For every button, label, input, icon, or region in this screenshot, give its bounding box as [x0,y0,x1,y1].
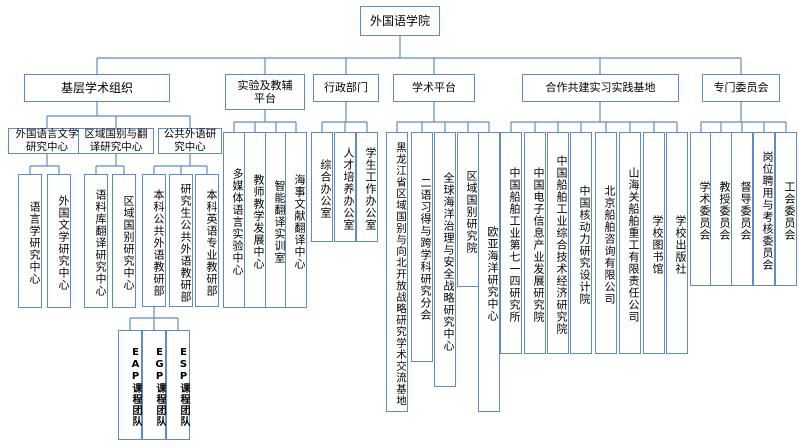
academic-ocean-governance-center: 全球海洋治理与安全战略研究中心 [434,132,456,387]
practice-cssc-tech-econ: 中国船舶工业综合技术经济研究院 [547,132,569,354]
l3-grad-public-dept: 研究生公共外语教研部 [169,174,193,307]
team-egp: EGP课程团队 [142,330,166,440]
admin-talent-office: 人才培养办公室 [334,132,356,242]
practice-nuclear-power-inst: 中国核动力研究设计院 [570,132,592,354]
level1-committees: 专门委员会 [702,74,780,102]
lab-maritime-translation-center: 海事文献翻译中心 [285,132,307,308]
l3-english-major-dept: 本科英语专业教研部 [195,174,219,307]
l2-public-foreign-lang-center: 公共外语研究中心 [158,128,222,154]
academic-area-institute: 区域国别研究院 [457,132,479,287]
lab-smart-translation-room: 智能翻译实训室 [265,132,287,308]
lab-multimedia-center: 多媒体语言实验中心 [223,132,245,308]
admin-general-office: 综合办公室 [311,132,333,242]
committee-union: 工会委员会 [775,132,797,286]
committee-academic: 学术委员会 [690,132,712,286]
admin-student-office: 学生工作办公室 [356,132,378,242]
level1-grassroots-academic: 基层学术组织 [24,74,170,102]
committee-supervision: 督导委员会 [731,132,753,286]
l3-linguistics-center: 语言学研究中心 [18,174,42,308]
practice-beijing-ship-consult: 北京船舶咨询有限公司 [595,132,617,354]
l2-foreign-lang-lit-center: 外国语言文学研究中心 [8,128,86,154]
team-eap: EAP课程团队 [118,330,142,440]
l3-undergrad-public-dept: 本科公共外语教研部 [142,174,166,307]
practice-ccid: 中国电子信息产业发展研究院 [524,132,546,354]
practice-library: 学校图书馆 [643,132,665,354]
level1-lab-platform: 实验及教辅平台 [225,74,305,110]
l2-area-translation-center: 区域国别与翻译研究中心 [78,128,154,154]
academic-sla-branch: 二语习得与跨学科研究分会 [411,132,433,362]
l3-corpus-translation-center: 语料库翻译研究中心 [84,174,108,308]
l3-area-studies-center: 区域国别研究中心 [112,174,136,308]
level1-practice-bases: 合作共建实习实践基地 [522,74,679,102]
academic-heilongjiang-base: 黑龙江省区域国别与向北开放战略研究学术交流基地 [386,132,408,412]
l3-literature-center: 外国文学研究中心 [47,174,71,308]
practice-shanhaiguan-shipbuilding: 山海关船舶重工有限责任公司 [619,132,641,354]
team-esp: ESP课程团队 [166,330,190,440]
root-node: 外国语学院 [360,6,440,36]
practice-press: 学校出版社 [666,132,688,354]
committee-professors: 教授委员会 [710,132,732,286]
lab-teacher-dev-center: 教师教学发展中心 [244,132,266,308]
committee-employment-assessment: 岗位聘用与考核委员会 [753,132,775,286]
level1-admin: 行政部门 [313,74,379,102]
level1-academic-platform: 学术平台 [393,74,475,102]
practice-cssc-714: 中国船舶工业第七一四研究所 [500,132,522,354]
academic-eurasia-ocean-center: 欧亚海洋研究中心 [478,132,500,412]
